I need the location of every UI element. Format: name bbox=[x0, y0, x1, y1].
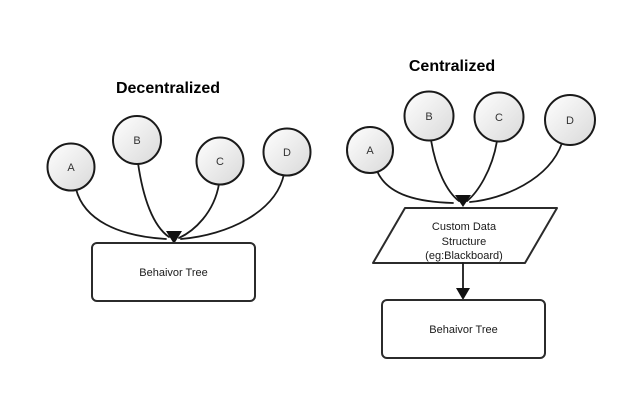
custom-data-structure-parallelogram bbox=[372, 207, 558, 264]
centralized-behavior-tree-label: Behaivor Tree bbox=[429, 324, 497, 336]
centralized-title: Centralized bbox=[409, 58, 495, 75]
decentralized-edge-a bbox=[75, 188, 167, 240]
centralized-node-a-label: A bbox=[366, 145, 374, 157]
centralized-arrowhead-down-icon bbox=[456, 288, 470, 300]
centralized-node-a-circle bbox=[346, 126, 394, 174]
centralized-edge-d bbox=[469, 142, 563, 203]
decentralized-node-a-label: A bbox=[67, 162, 75, 174]
centralized-edge-c bbox=[466, 140, 498, 202]
centralized-node-b-label: B bbox=[425, 111, 432, 123]
centralized-node-c-label: C bbox=[495, 112, 503, 124]
centralized-node-b-circle bbox=[403, 90, 455, 142]
centralized-edge-b bbox=[430, 139, 460, 202]
decentralized-node-a-circle bbox=[46, 142, 96, 192]
decentralized-node-b-label: B bbox=[133, 135, 140, 147]
custom-data-structure-label-line2: Structure bbox=[442, 236, 487, 248]
decentralized-node-d-label: D bbox=[283, 147, 291, 159]
custom-data-structure-label-line3: (eg:Blackboard) bbox=[425, 250, 503, 262]
decentralized-edge-b bbox=[137, 162, 170, 238]
centralized-diagram: Centralized A B C D Custom Data Structur… bbox=[346, 58, 596, 359]
decentralized-behavior-tree-box bbox=[91, 242, 256, 302]
centralized-node-d-label: D bbox=[566, 115, 574, 127]
custom-data-structure-label-line1: Custom Data bbox=[432, 221, 497, 233]
decentralized-edge-d bbox=[180, 173, 285, 240]
decentralized-node-d-circle bbox=[262, 127, 312, 177]
decentralized-behavior-tree-label: Behaivor Tree bbox=[139, 267, 207, 279]
decentralized-node-c-label: C bbox=[216, 156, 224, 168]
decentralized-diagram: Decentralized A B C D Behaivor Tree bbox=[46, 80, 312, 302]
decentralized-edge-c bbox=[178, 183, 220, 239]
centralized-behavior-tree-box bbox=[381, 299, 546, 359]
centralized-arrowhead-icon bbox=[455, 195, 471, 207]
centralized-node-d-circle bbox=[544, 94, 596, 146]
centralized-edge-a bbox=[376, 170, 454, 204]
decentralized-arrowhead-icon bbox=[166, 231, 182, 244]
centralized-node-c-circle bbox=[473, 91, 525, 143]
decentralized-title: Decentralized bbox=[116, 80, 220, 97]
decentralized-node-b-circle bbox=[112, 115, 162, 165]
decentralized-node-c-circle bbox=[195, 136, 245, 186]
